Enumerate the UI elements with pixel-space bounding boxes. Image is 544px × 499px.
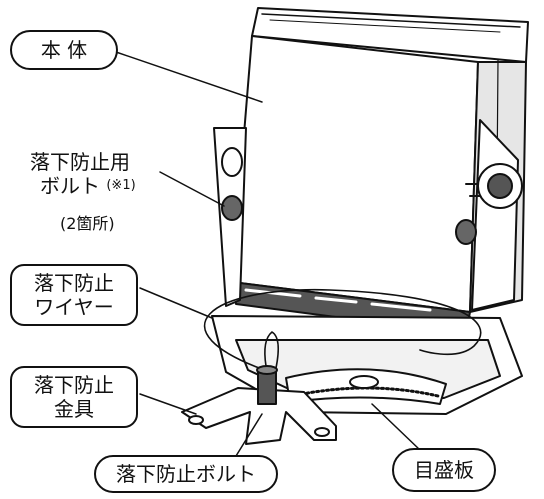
housing-front <box>231 35 479 313</box>
leader-fall-bolt <box>159 171 225 207</box>
body-unit-label: 本 体 <box>10 30 118 70</box>
bracket-drawing <box>181 387 337 445</box>
anchor-bolt-drawing <box>257 369 277 405</box>
anchor-bolt-label: 落下防止ボルト <box>94 455 278 493</box>
leader-anchor <box>235 413 263 457</box>
fall-bolt-line2: ボルト (※1) <box>40 174 136 198</box>
leader-body <box>115 51 263 103</box>
fall-bolt-note: (※1) <box>106 178 136 193</box>
wire-loop <box>203 288 482 373</box>
left-fall-bolt <box>221 195 243 221</box>
fall-bolt-line1: 落下防止用 <box>30 150 130 174</box>
fall-bolt-label: 落下防止用 ボルト (※1) <box>30 150 136 198</box>
leader-wire <box>139 287 213 319</box>
leader-bracket <box>139 393 197 415</box>
bracket-label: 落下防止 金具 <box>10 366 138 428</box>
fall-bolt-count: (2箇所) <box>60 214 115 233</box>
right-fall-bolt <box>455 219 477 245</box>
leader-scale <box>371 403 421 451</box>
wire-label: 落下防止 ワイヤー <box>10 264 138 326</box>
scale-plate-label: 目盛板 <box>392 448 496 492</box>
